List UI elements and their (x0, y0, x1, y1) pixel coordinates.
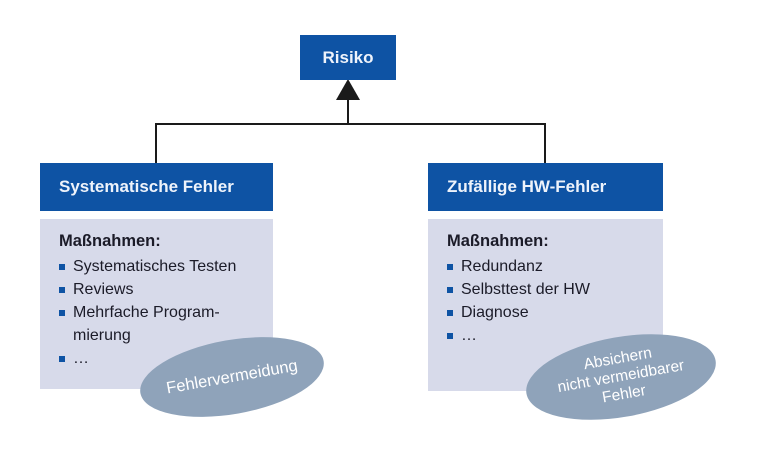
measure-text: Diagnose (461, 304, 529, 321)
bullet-square-icon (59, 264, 65, 270)
bullet-square-icon (447, 310, 453, 316)
list-item: Diagnose (447, 301, 653, 324)
branch-header-systematische-fehler: Systematische Fehler (40, 163, 273, 211)
bullet-square-icon (59, 287, 65, 293)
bullet-square-icon (59, 356, 65, 362)
branch-title: Systematische Fehler (59, 177, 234, 196)
measure-text: … (73, 350, 89, 367)
branch-title: Zufällige HW-Fehler (447, 177, 607, 196)
list-item: Reviews (59, 278, 263, 301)
up-arrow-icon (336, 79, 360, 100)
branch-header-zufaellige-hw-fehler: Zufällige HW-Fehler (428, 163, 663, 211)
connector-right-drop (544, 124, 546, 164)
list-item: Selbsttest der HW (447, 278, 653, 301)
connector-left-drop (155, 124, 157, 164)
root-node-label: Risiko (322, 47, 374, 67)
badge-text: Fehlervermeidung (164, 356, 299, 397)
measure-list: Redundanz Selbsttest der HW Diagnose … (447, 255, 653, 347)
measure-text: Reviews (73, 281, 134, 298)
measure-list: Systematisches Testen Reviews Mehrfache … (59, 255, 263, 370)
measures-heading: Maßnahmen: (59, 232, 161, 250)
list-item: … (447, 324, 653, 347)
measure-text: Mehrfache Program- mierung (73, 304, 220, 344)
list-item: … (59, 347, 263, 370)
measures-heading: Maßnahmen: (447, 232, 549, 250)
connector-center-stem (347, 99, 349, 125)
measure-text: Selbsttest der HW (461, 281, 590, 298)
list-item: Redundanz (447, 255, 653, 278)
measure-text: Redundanz (461, 258, 543, 275)
connector-horizontal-rail (155, 123, 546, 125)
bullet-square-icon (447, 333, 453, 339)
bullet-square-icon (447, 287, 453, 293)
measure-text: Systematisches Testen (73, 258, 237, 275)
root-node-risiko: Risiko (300, 35, 396, 80)
list-item: Mehrfache Program- mierung (59, 301, 263, 347)
badge-text: Absichern nicht vermeidbarer Fehler (556, 344, 686, 407)
bullet-square-icon (59, 310, 65, 316)
bullet-square-icon (447, 264, 453, 270)
branch-body-systematische-fehler: Maßnahmen: Systematisches Testen Reviews… (40, 219, 273, 389)
list-item: Systematisches Testen (59, 255, 263, 278)
measure-text: … (461, 327, 477, 344)
